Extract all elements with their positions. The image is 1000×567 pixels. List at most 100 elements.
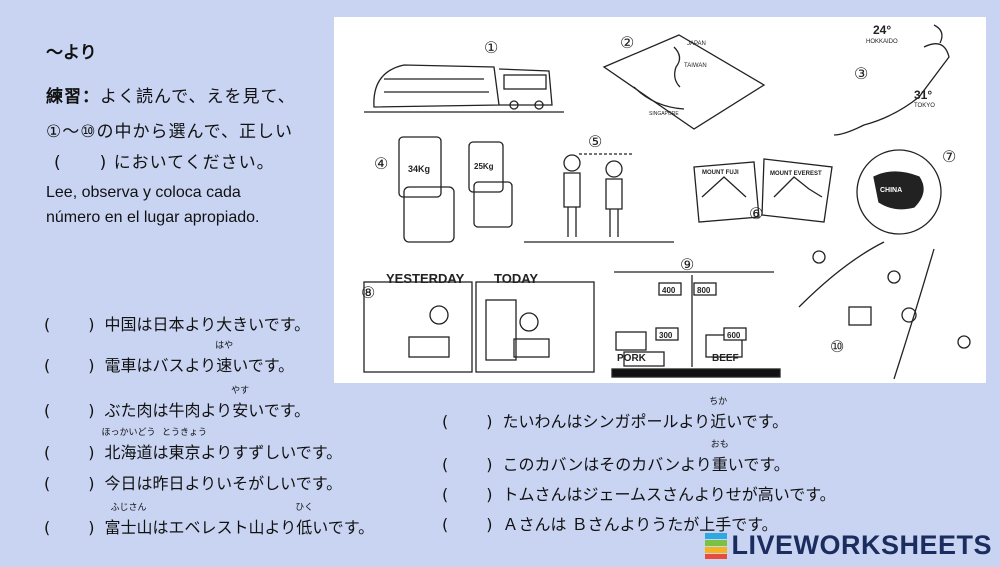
liveworksheets-icon: [705, 532, 728, 559]
kanji: 重: [711, 455, 728, 474]
furigana: はや: [215, 341, 234, 351]
label-beef: BEEF: [712, 353, 739, 364]
price-600: 600: [727, 331, 741, 340]
question-text: いです。: [232, 356, 295, 375]
paren-open: (: [54, 153, 62, 173]
answer-blank-open[interactable]: (: [442, 455, 449, 474]
question-text: いです。: [726, 412, 789, 431]
temp-31: 31°: [914, 88, 932, 102]
pork-beef-illustration: [611, 271, 781, 378]
furigana-word: おも重: [711, 440, 729, 475]
instruction-text-1: よく読んで、えを見て、: [100, 87, 296, 107]
question-row: () 中国は日本より大きいです。: [44, 311, 310, 335]
answer-blank-close: ): [88, 315, 95, 334]
suitcase-scales-illustration: [398, 136, 513, 243]
instruction-line-3: () においてください。: [54, 148, 275, 173]
furigana-word: ひく低: [295, 503, 313, 538]
kanji: 富士山: [104, 518, 153, 537]
kanji: 速: [216, 356, 233, 375]
question-text: Ａさんは Ｂさんよりうたが上手です。: [502, 515, 778, 534]
temp-24: 24°: [873, 23, 891, 37]
furigana-word: やす安: [231, 386, 249, 421]
label-mount-everest: MOUNT EVEREST: [770, 171, 822, 177]
spanish-line-1: Lee, observa y coloca cada: [46, 184, 241, 201]
answer-blank-open[interactable]: (: [442, 485, 449, 504]
question-text: たいわんはシンガポールより: [502, 412, 711, 431]
furigana-word: ふじさん富士山: [104, 503, 153, 538]
paren-close: ): [99, 153, 108, 173]
weight-25: 25Kg: [474, 162, 494, 171]
furigana: とうきょう: [162, 428, 208, 438]
watermark-text: LIVEWORKSHEETS: [731, 530, 992, 560]
question-text: いです。: [727, 455, 790, 474]
label-yesterday: YESTERDAY: [386, 271, 465, 286]
kanji: 東京: [168, 443, 201, 462]
furigana: ふじさん: [110, 503, 147, 513]
furigana-word: とうきょう東京: [162, 428, 207, 463]
label-pork: PORK: [617, 353, 647, 364]
number-4: ④: [374, 156, 388, 173]
question-text: 今日は昨日よりいそがしいです。: [104, 474, 343, 493]
question-row: ()たいわんはシンガポールよりちか近いです。: [442, 397, 789, 432]
illustration-panel: ① ② JAPAN TAIWAN SINGAPORE 24° HOKKAIDO …: [334, 17, 986, 383]
question-text: 電車はバスより: [104, 356, 217, 375]
answer-blank-open[interactable]: (: [44, 443, 51, 462]
furigana: ひく: [295, 503, 314, 513]
question-row: ()ぶた肉は牛肉よりやす安いです。: [44, 386, 311, 421]
number-1: ①: [484, 40, 498, 57]
answer-blank-close: ): [88, 443, 95, 462]
page-title: 〜より: [46, 43, 97, 63]
furigana-word: はや速: [215, 341, 233, 376]
number-8: ⑧: [361, 285, 375, 302]
answer-blank-close: ): [486, 485, 493, 504]
instruction-text-3: においてください。: [113, 153, 275, 173]
question-row: ()ふじさん富士山はエベレスト山よりひく低いです。: [44, 503, 375, 538]
question-text: いです。: [312, 518, 375, 537]
label-china: CHINA: [880, 187, 902, 194]
question-text: いです。: [248, 401, 311, 420]
number-6: ⑥: [749, 206, 763, 223]
question-row: ()このカバンはそのカバンよりおも重いです。: [442, 440, 790, 475]
yesterday-today-illustration: [363, 281, 595, 373]
answer-blank-close: ): [486, 515, 493, 534]
number-3: ③: [854, 66, 868, 83]
label-mount-fuji: MOUNT FUJI: [702, 170, 739, 176]
answer-blank-open[interactable]: (: [44, 518, 51, 537]
answer-blank-open[interactable]: (: [442, 412, 449, 431]
number-10: ⑩: [830, 339, 844, 356]
question-row: ()ほっかいどう北海道はとうきょう東京よりすずしいです。: [44, 428, 343, 463]
answer-blank-open[interactable]: (: [442, 515, 449, 534]
answer-blank-close: ): [88, 518, 95, 537]
question-text: トムさんはジェームスさんよりせが高いです。: [502, 485, 836, 504]
question-row: () 今日は昨日よりいそがしいです。: [44, 470, 342, 494]
price-400: 400: [662, 286, 676, 295]
liveworksheets-logo: LIVEWORKSHEETS: [705, 530, 992, 561]
answer-blank-open[interactable]: (: [44, 474, 51, 493]
kanji: 安: [232, 401, 249, 420]
number-2: ②: [620, 35, 634, 52]
furigana: おも: [710, 440, 729, 450]
train-bus-illustration: [364, 64, 564, 113]
question-text: 中国は日本より大きいです。: [104, 315, 311, 334]
number-5: ⑤: [588, 134, 602, 151]
furigana-word: ちか近: [709, 397, 727, 432]
question-row: () Ａさんは Ｂさんよりうたが上手です。: [442, 511, 778, 535]
instruction-line-1: 練習：よく読んで、えを見て、: [46, 82, 296, 107]
question-row: () トムさんはジェームスさんよりせが高いです。: [442, 481, 836, 505]
answer-blank-open[interactable]: (: [44, 401, 51, 420]
illustration-svg: ① ② JAPAN TAIWAN SINGAPORE 24° HOKKAIDO …: [361, 23, 971, 380]
label-today: TODAY: [494, 271, 538, 286]
weight-34: 34Kg: [408, 164, 430, 174]
answer-blank-open[interactable]: (: [44, 356, 51, 375]
question-text: よりすずしいです。: [200, 443, 343, 462]
kanji: 低: [296, 518, 313, 537]
furigana: ほっかいどう: [101, 428, 156, 438]
answer-blank-open[interactable]: (: [44, 315, 51, 334]
number-9: ⑨: [680, 257, 694, 274]
furigana-word: ほっかいどう北海道: [101, 428, 155, 463]
answer-blank-close: ): [486, 455, 493, 474]
furigana: ちか: [709, 397, 728, 407]
answer-blank-close: ): [88, 474, 95, 493]
label-singapore: SINGAPORE: [649, 111, 679, 117]
label-japan: JAPAN: [687, 41, 706, 47]
